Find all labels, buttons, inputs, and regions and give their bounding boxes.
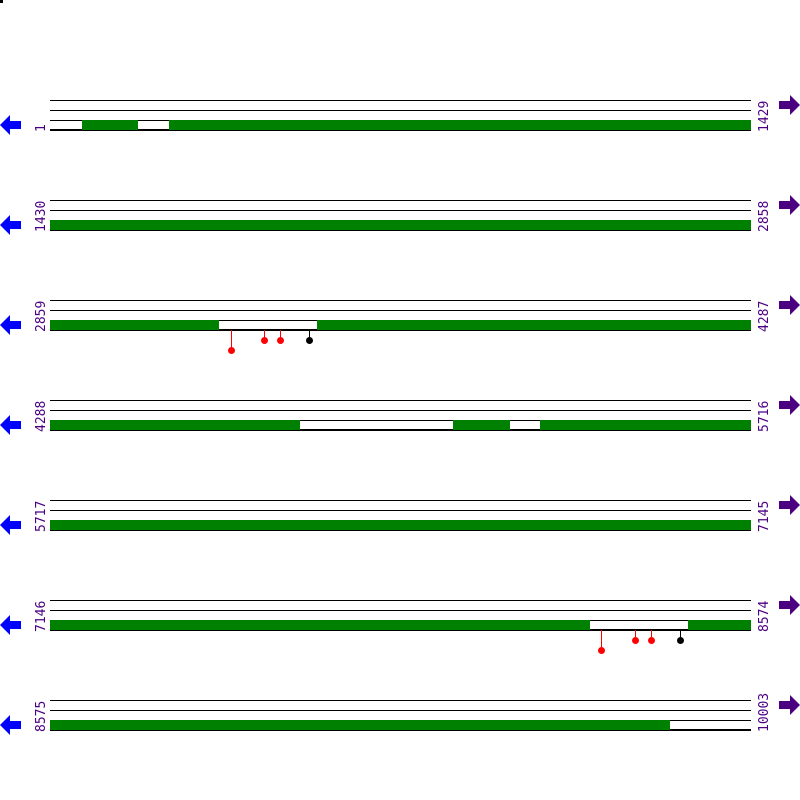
uncovered-segment (219, 320, 317, 330)
right-arrow-icon[interactable] (779, 95, 800, 115)
red-marker-dot (261, 337, 268, 344)
black-marker-dot (677, 637, 684, 644)
start-position-label: 5717 (34, 500, 49, 532)
left-arrow-icon[interactable] (0, 615, 22, 635)
red-marker-dot (648, 637, 655, 644)
covered-segment (317, 320, 751, 330)
coverage-track (50, 720, 751, 730)
marker-stem (264, 330, 265, 340)
start-position-label: 2859 (34, 300, 49, 332)
coverage-track (50, 520, 751, 530)
end-position-label: 2858 (757, 200, 772, 232)
baseline (50, 530, 751, 531)
right-arrow-icon[interactable] (779, 295, 800, 315)
covered-segment (169, 120, 751, 130)
corner-pixel (0, 0, 3, 3)
covered-segment (50, 520, 751, 530)
coverage-track (50, 320, 751, 330)
uncovered-segment (590, 620, 688, 630)
reference-line (50, 310, 751, 311)
reference-line (50, 300, 751, 301)
baseline (50, 730, 751, 731)
covered-segment (50, 620, 590, 630)
covered-segment (50, 720, 670, 730)
red-marker-dot (632, 637, 639, 644)
right-arrow-icon[interactable] (779, 595, 800, 615)
left-arrow-icon[interactable] (0, 215, 22, 235)
end-position-label: 8574 (757, 600, 772, 632)
coverage-track (50, 220, 751, 230)
red-marker-dot (228, 347, 235, 354)
baseline (50, 330, 751, 331)
uncovered-segment (50, 120, 82, 130)
sequence-row: 8575 10003 (0, 693, 800, 760)
reference-line (50, 410, 751, 411)
reference-line (50, 500, 751, 501)
end-position-label: 4287 (757, 300, 772, 332)
sequence-row: 1430 2858 (0, 195, 800, 260)
covered-segment (688, 620, 751, 630)
sequence-row: 2859 4287 (0, 295, 800, 360)
baseline (50, 130, 751, 131)
covered-segment (50, 220, 751, 230)
reference-line (50, 710, 751, 711)
covered-segment (540, 420, 751, 430)
left-arrow-icon[interactable] (0, 415, 22, 435)
marker-stem (601, 630, 602, 650)
baseline (50, 430, 751, 431)
red-marker-dot (598, 647, 605, 654)
right-arrow-icon[interactable] (779, 395, 800, 415)
left-arrow-icon[interactable] (0, 315, 22, 335)
end-position-label: 7145 (757, 500, 772, 532)
sequence-row: 4288 5716 (0, 395, 800, 460)
uncovered-segment (138, 120, 169, 130)
start-position-label: 8575 (34, 700, 49, 732)
marker-stem (651, 630, 652, 640)
sequence-row: 7146 8574 (0, 595, 800, 660)
start-position-label: 4288 (34, 400, 49, 432)
uncovered-segment (300, 420, 453, 430)
coverage-track (50, 120, 751, 130)
covered-segment (50, 420, 300, 430)
covered-segment (50, 320, 219, 330)
uncovered-segment (670, 720, 751, 730)
baseline (50, 630, 751, 631)
marker-stem (635, 630, 636, 640)
red-marker-dot (277, 337, 284, 344)
reference-line (50, 700, 751, 701)
right-arrow-icon[interactable] (779, 495, 800, 515)
covered-segment (453, 420, 510, 430)
marker-stem (231, 330, 232, 350)
marker-stem (280, 330, 281, 340)
reference-line (50, 210, 751, 211)
left-arrow-icon[interactable] (0, 115, 22, 135)
right-arrow-icon[interactable] (779, 195, 800, 215)
reference-line (50, 600, 751, 601)
end-position-label: 5716 (757, 400, 772, 432)
right-arrow-icon[interactable] (779, 695, 800, 715)
reference-line (50, 110, 751, 111)
coverage-track (50, 420, 751, 430)
reference-line (50, 400, 751, 401)
start-position-label: 1 (34, 124, 49, 132)
marker-stem (309, 330, 310, 340)
uncovered-segment (510, 420, 540, 430)
baseline (50, 230, 751, 231)
reference-line (50, 200, 751, 201)
sequence-row: 1 1429 (0, 95, 800, 160)
start-position-label: 7146 (34, 600, 49, 632)
left-arrow-icon[interactable] (0, 515, 22, 535)
coverage-track (50, 620, 751, 630)
black-marker-dot (306, 337, 313, 344)
covered-segment (82, 120, 138, 130)
reference-line (50, 100, 751, 101)
reference-line (50, 610, 751, 611)
end-position-label: 10003 (757, 692, 772, 732)
marker-stem (680, 630, 681, 640)
end-position-label: 1429 (757, 100, 772, 132)
left-arrow-icon[interactable] (0, 715, 22, 735)
sequence-row: 5717 7145 (0, 495, 800, 560)
reference-line (50, 510, 751, 511)
start-position-label: 1430 (34, 200, 49, 232)
